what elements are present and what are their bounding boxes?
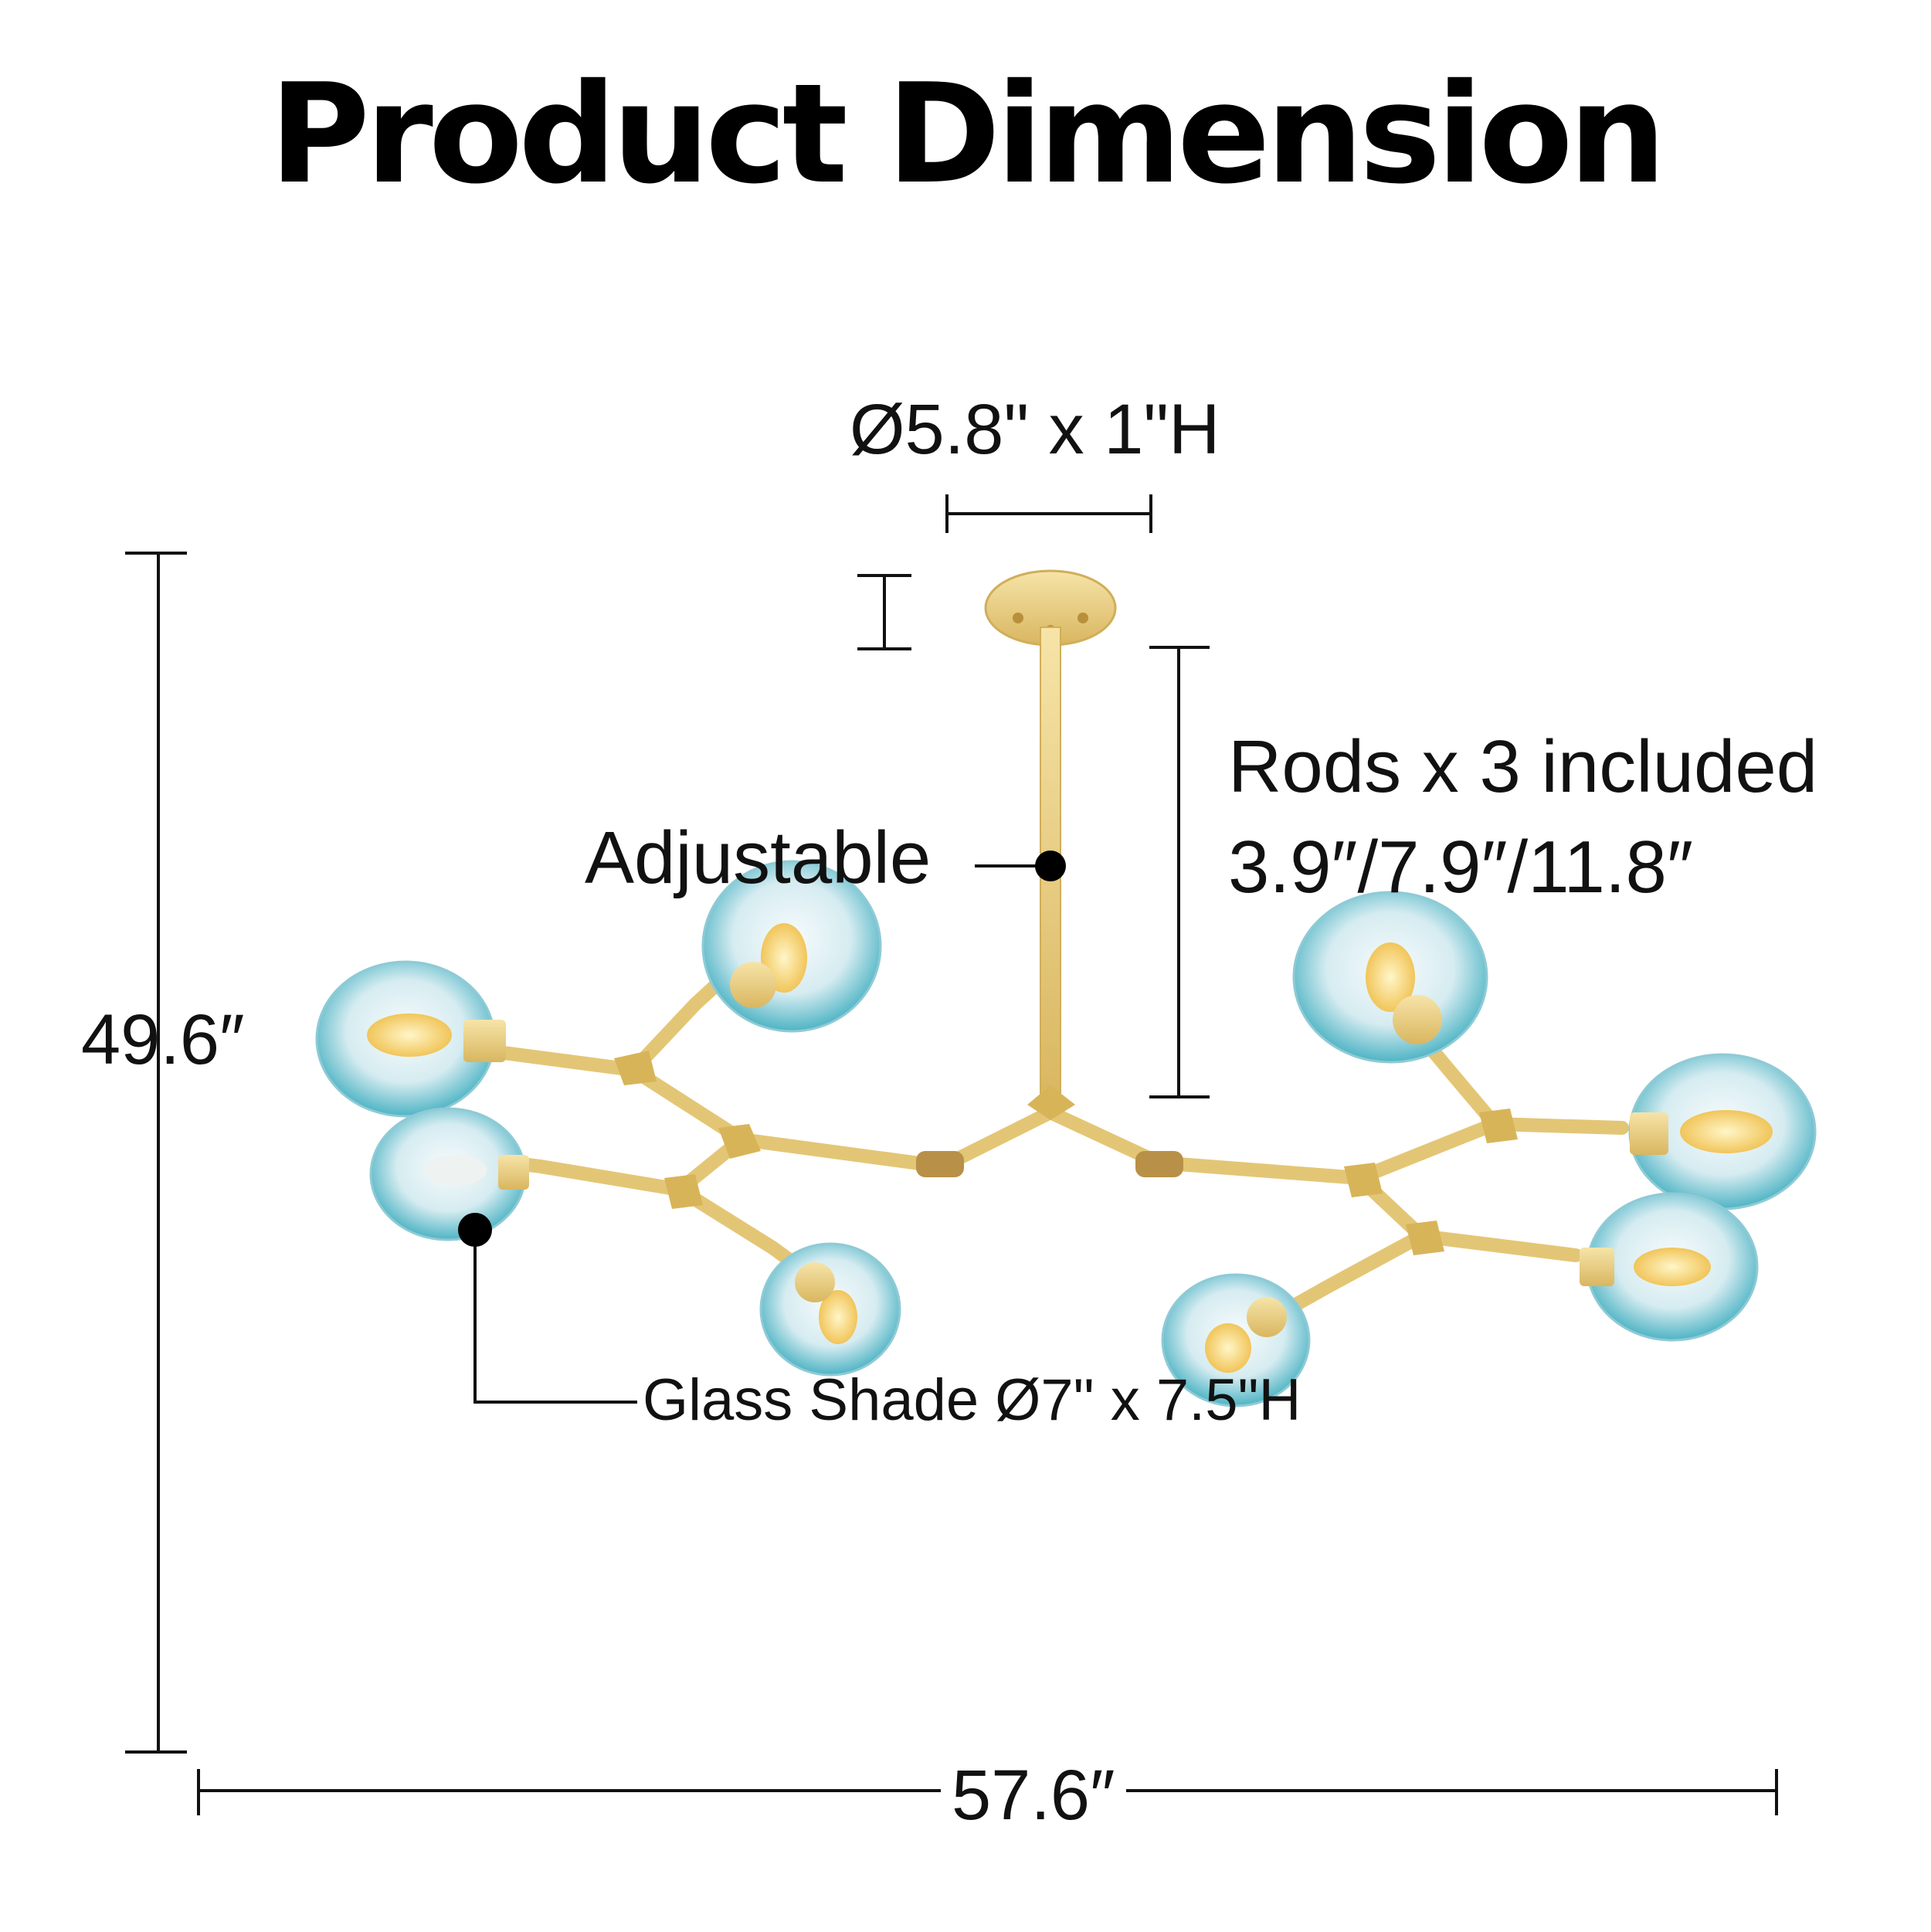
glass-shade-left-top (315, 960, 506, 1118)
glass-shade-lower-right (1161, 1273, 1311, 1407)
glass-shade-lower-left (759, 1242, 901, 1377)
overall-height-label: 49.6″ (81, 1000, 245, 1079)
overall-width-label: 57.6″ (941, 1760, 1126, 1831)
adjustable-callout (975, 851, 1066, 881)
canopy-height-line (857, 574, 911, 650)
glass-shade-callout (458, 1213, 637, 1404)
glass-shade-right-top (1628, 1053, 1817, 1210)
glass-shade-upper-right (1292, 891, 1488, 1064)
rods-sizes-label: 3.9″/7.9″/11.8″ (1228, 826, 1693, 908)
canopy-width-line (945, 494, 1152, 533)
rod-length-line (1149, 646, 1210, 1098)
glass-shade-left-bottom (369, 1107, 529, 1241)
arm-joints (614, 1051, 1518, 1255)
glass-shade-label: Glass Shade Ø7" x 7.5"H (643, 1367, 1301, 1433)
rods-label: Rods x 3 included (1228, 725, 1818, 808)
glass-shade-upper-left (701, 860, 882, 1033)
canopy-dimension-label: Ø5.8" x 1"H (850, 390, 1220, 469)
height-dimension-line (125, 552, 187, 1754)
adjustable-label: Adjustable (585, 817, 932, 899)
page-title: Product Dimension (269, 54, 1667, 214)
glass-shade-right-bottom (1580, 1192, 1759, 1342)
